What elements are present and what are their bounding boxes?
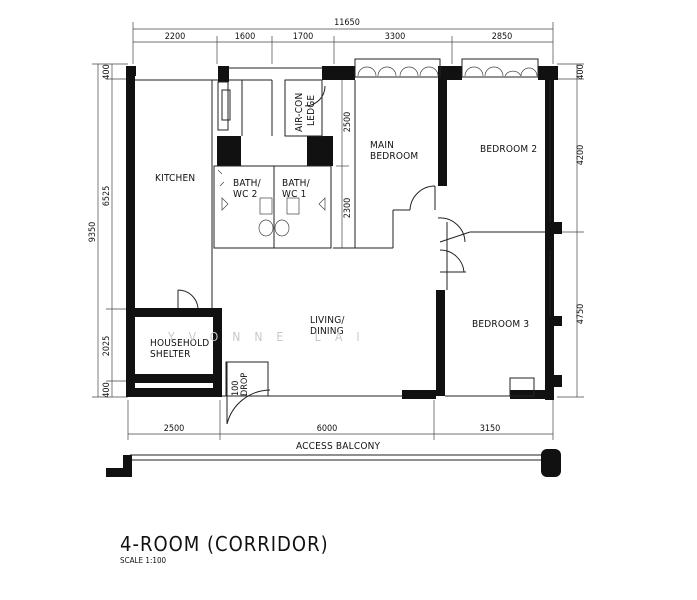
dim-left-3: 2025	[102, 336, 112, 357]
bath-fixtures	[217, 169, 326, 237]
room-bedroom2: BEDROOM 2	[480, 144, 537, 155]
room-labels: KITCHEN BATH/ WC 2 BATH/ WC 1 AIR-CON LE…	[150, 93, 537, 396]
dim-top-3: 1700	[293, 32, 314, 42]
plan-scale: SCALE 1:100	[120, 556, 167, 565]
room-shelter-line2: SHELTER	[150, 349, 191, 360]
dim-bottom-1: 2500	[164, 424, 185, 434]
access-balcony-label: ACCESS BALCONY	[296, 441, 381, 452]
room-shelter-line1: HOUSEHOLD	[150, 338, 209, 349]
room-living-line1: LIVING/	[310, 315, 345, 326]
interior-lines	[135, 67, 551, 397]
plan-title: 4-ROOM (CORRIDOR)	[120, 532, 329, 556]
mid-dimensions: 2500 2300	[336, 78, 353, 249]
room-main-bedroom-line2: BEDROOM	[370, 151, 418, 162]
room-kitchen: KITCHEN	[155, 173, 195, 184]
dim-left-outer: 9350	[88, 222, 98, 243]
dim-top-2: 1600	[235, 32, 256, 42]
dim-right-2: 4200	[576, 145, 586, 166]
room-bath1-line1: BATH/	[282, 178, 311, 189]
room-bedroom3: BEDROOM 3	[472, 319, 529, 330]
dim-right-3: 4750	[576, 304, 586, 325]
room-aircon-line2: LEDGE	[306, 95, 317, 126]
dim-right-1: 400	[576, 64, 586, 79]
dim-left-4: 400	[102, 382, 112, 397]
room-drop-line2: DROP	[240, 373, 250, 396]
dim-left-2: 6525	[102, 186, 112, 207]
doors	[177, 85, 471, 425]
room-living-line2: DINING	[310, 326, 344, 337]
dim-top-1: 2200	[165, 32, 186, 42]
dim-bottom-3: 3150	[480, 424, 501, 434]
room-drop-line1: 100	[231, 381, 241, 396]
dim-mid-2: 2300	[343, 198, 353, 219]
room-bath1-line2: WC 1	[282, 189, 307, 200]
room-main-bedroom-line1: MAIN	[370, 140, 394, 151]
dim-bottom-2: 6000	[317, 424, 338, 434]
top-dimensions: 11650 2200 1600 1700 3300 2850	[132, 18, 554, 64]
room-aircon-line1: AIR-CON	[294, 93, 305, 132]
dim-overall-width: 11650	[334, 18, 360, 28]
dim-left-1: 400	[102, 64, 112, 79]
access-balcony: ACCESS BALCONY	[106, 441, 561, 477]
windows	[217, 58, 539, 131]
room-bath2-line2: WC 2	[233, 189, 258, 200]
bottom-dimensions: 2500 6000 3150	[127, 400, 554, 440]
room-bath2-line1: BATH/	[233, 178, 262, 189]
dim-mid-1: 2500	[343, 112, 353, 133]
left-dimensions: 9350 400 6525 2025 400	[88, 63, 128, 398]
walls	[126, 66, 562, 400]
dim-top-4: 3300	[385, 32, 406, 42]
dim-top-5: 2850	[492, 32, 513, 42]
watermark: YVONNE LAI	[167, 330, 374, 344]
